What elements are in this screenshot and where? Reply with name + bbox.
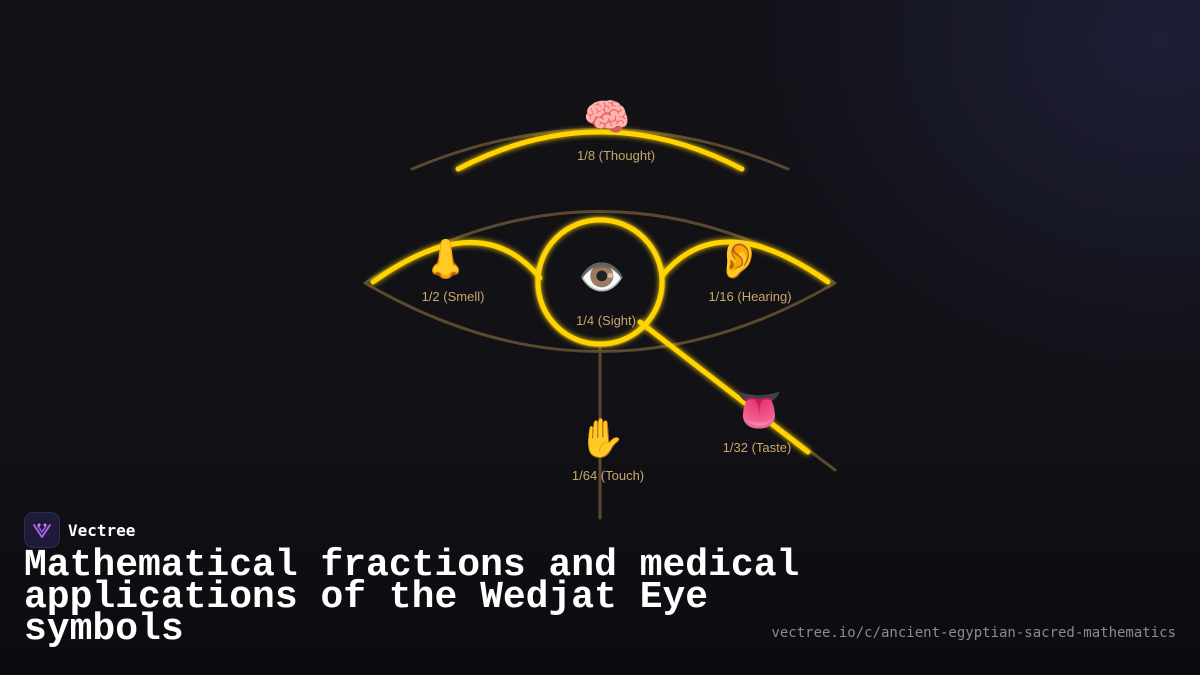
page-title: Mathematical fractions and medical appli… [24, 544, 800, 651]
vectree-logo-icon [24, 512, 60, 548]
brand: Vectree [24, 512, 135, 548]
touch-label: 1/64 (Touch) [571, 468, 645, 483]
sight-segment [535, 217, 665, 347]
eye-highlights [370, 129, 831, 455]
brow-segment [455, 129, 745, 172]
nose-icon: 👃 [422, 237, 470, 281]
taste-label: 1/32 (Taste) [722, 440, 792, 455]
tongue-icon: 👅 [735, 388, 783, 432]
smell-label: 1/2 (Smell) [421, 289, 485, 304]
brand-name: Vectree [68, 520, 136, 540]
source-url[interactable]: vectree.io/c/ancient-egyptian-sacred-mat… [771, 625, 1176, 641]
ear-icon: 👂 [715, 237, 763, 281]
eye-icon: 👁️ [578, 255, 626, 299]
hearing-label: 1/16 (Hearing) [708, 289, 792, 304]
brain-icon: 🧠 [583, 95, 631, 139]
hearing-segment [659, 239, 831, 285]
sight-label: 1/4 (Sight) [576, 313, 636, 328]
thought-label: 1/8 (Thought) [576, 148, 656, 163]
smell-segment [370, 240, 543, 285]
hand-icon: ✋ [578, 416, 626, 460]
taste-segment [637, 319, 811, 455]
